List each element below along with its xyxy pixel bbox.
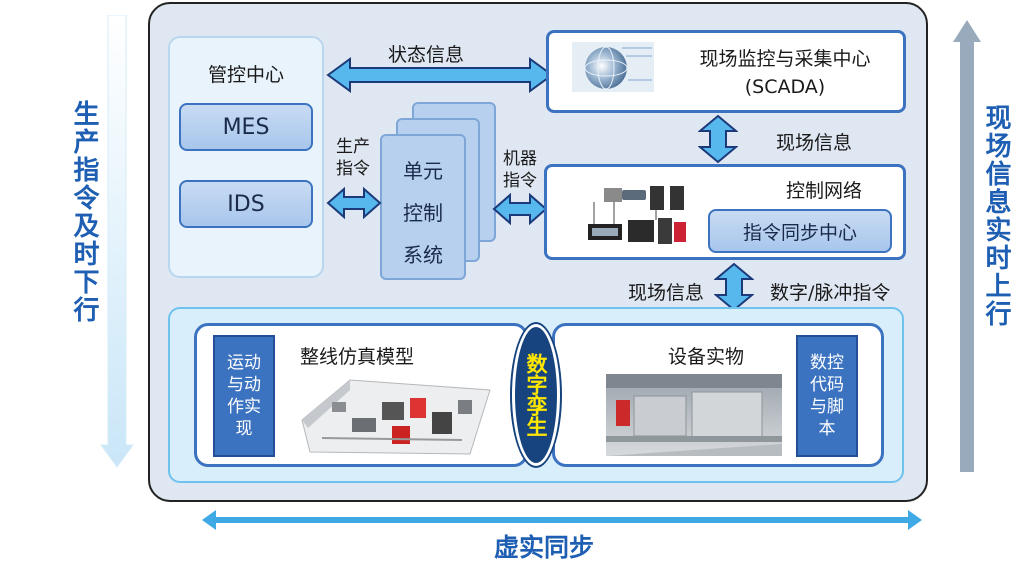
motion-realization-text: 运动与动作实现 [227, 353, 261, 439]
equipment-photo [606, 374, 782, 456]
field-info-arrow-bottom [714, 262, 754, 312]
motion-realization-box: 运动与动作实现 [213, 335, 275, 457]
field-info-arrow-top [698, 114, 738, 164]
scada-subtitle: (SCADA) [744, 76, 826, 98]
mes-button[interactable]: MES [179, 103, 313, 151]
equipment-title: 设备实物 [668, 346, 745, 368]
left-vertical-label: 生产指令及时下行 [69, 100, 99, 324]
digital-twin-badge: 数字孪生 [512, 324, 560, 466]
unit-control-card [380, 134, 466, 280]
management-center-panel [168, 36, 324, 278]
machine-cmd-label: 机器指令 [503, 149, 537, 191]
simulation-factory-image [301, 379, 491, 455]
ids-button[interactable]: IDS [179, 180, 313, 228]
control-devices-image [588, 186, 686, 244]
command-sync-center[interactable]: 指令同步中心 [708, 209, 892, 253]
nc-code-script-text: 数控代码与脚本 [810, 353, 844, 439]
machine-cmd-arrow [492, 192, 548, 226]
field-info-label-bottom: 现场信息 [628, 282, 705, 304]
globe-image [572, 42, 654, 92]
field-info-label-top: 现场信息 [776, 132, 853, 154]
production-cmd-label: 生产指令 [336, 137, 370, 179]
status-info-label: 状态信息 [388, 44, 465, 66]
control-network-title: 控制网络 [786, 180, 863, 202]
virtual-real-sync-arrow [202, 510, 922, 530]
simulation-model-title: 整线仿真模型 [300, 346, 415, 368]
unit-control-text: 单元控制系统 [403, 159, 443, 267]
management-center-title: 管控中心 [207, 64, 284, 86]
digital-pulse-cmd-label: 数字/脉冲指令 [770, 282, 891, 304]
right-up-arrow [953, 20, 981, 472]
right-vertical-label: 现场信息实时上行 [981, 104, 1011, 328]
left-down-arrow [100, 15, 134, 468]
production-cmd-arrow [326, 186, 382, 220]
scada-title: 现场监控与采集中心 [699, 48, 871, 70]
nc-code-script-box: 数控代码与脚本 [796, 335, 858, 457]
unit-control-label: 单元控制系统 [380, 150, 466, 276]
virtual-real-sync-label: 虚实同步 [493, 533, 594, 562]
